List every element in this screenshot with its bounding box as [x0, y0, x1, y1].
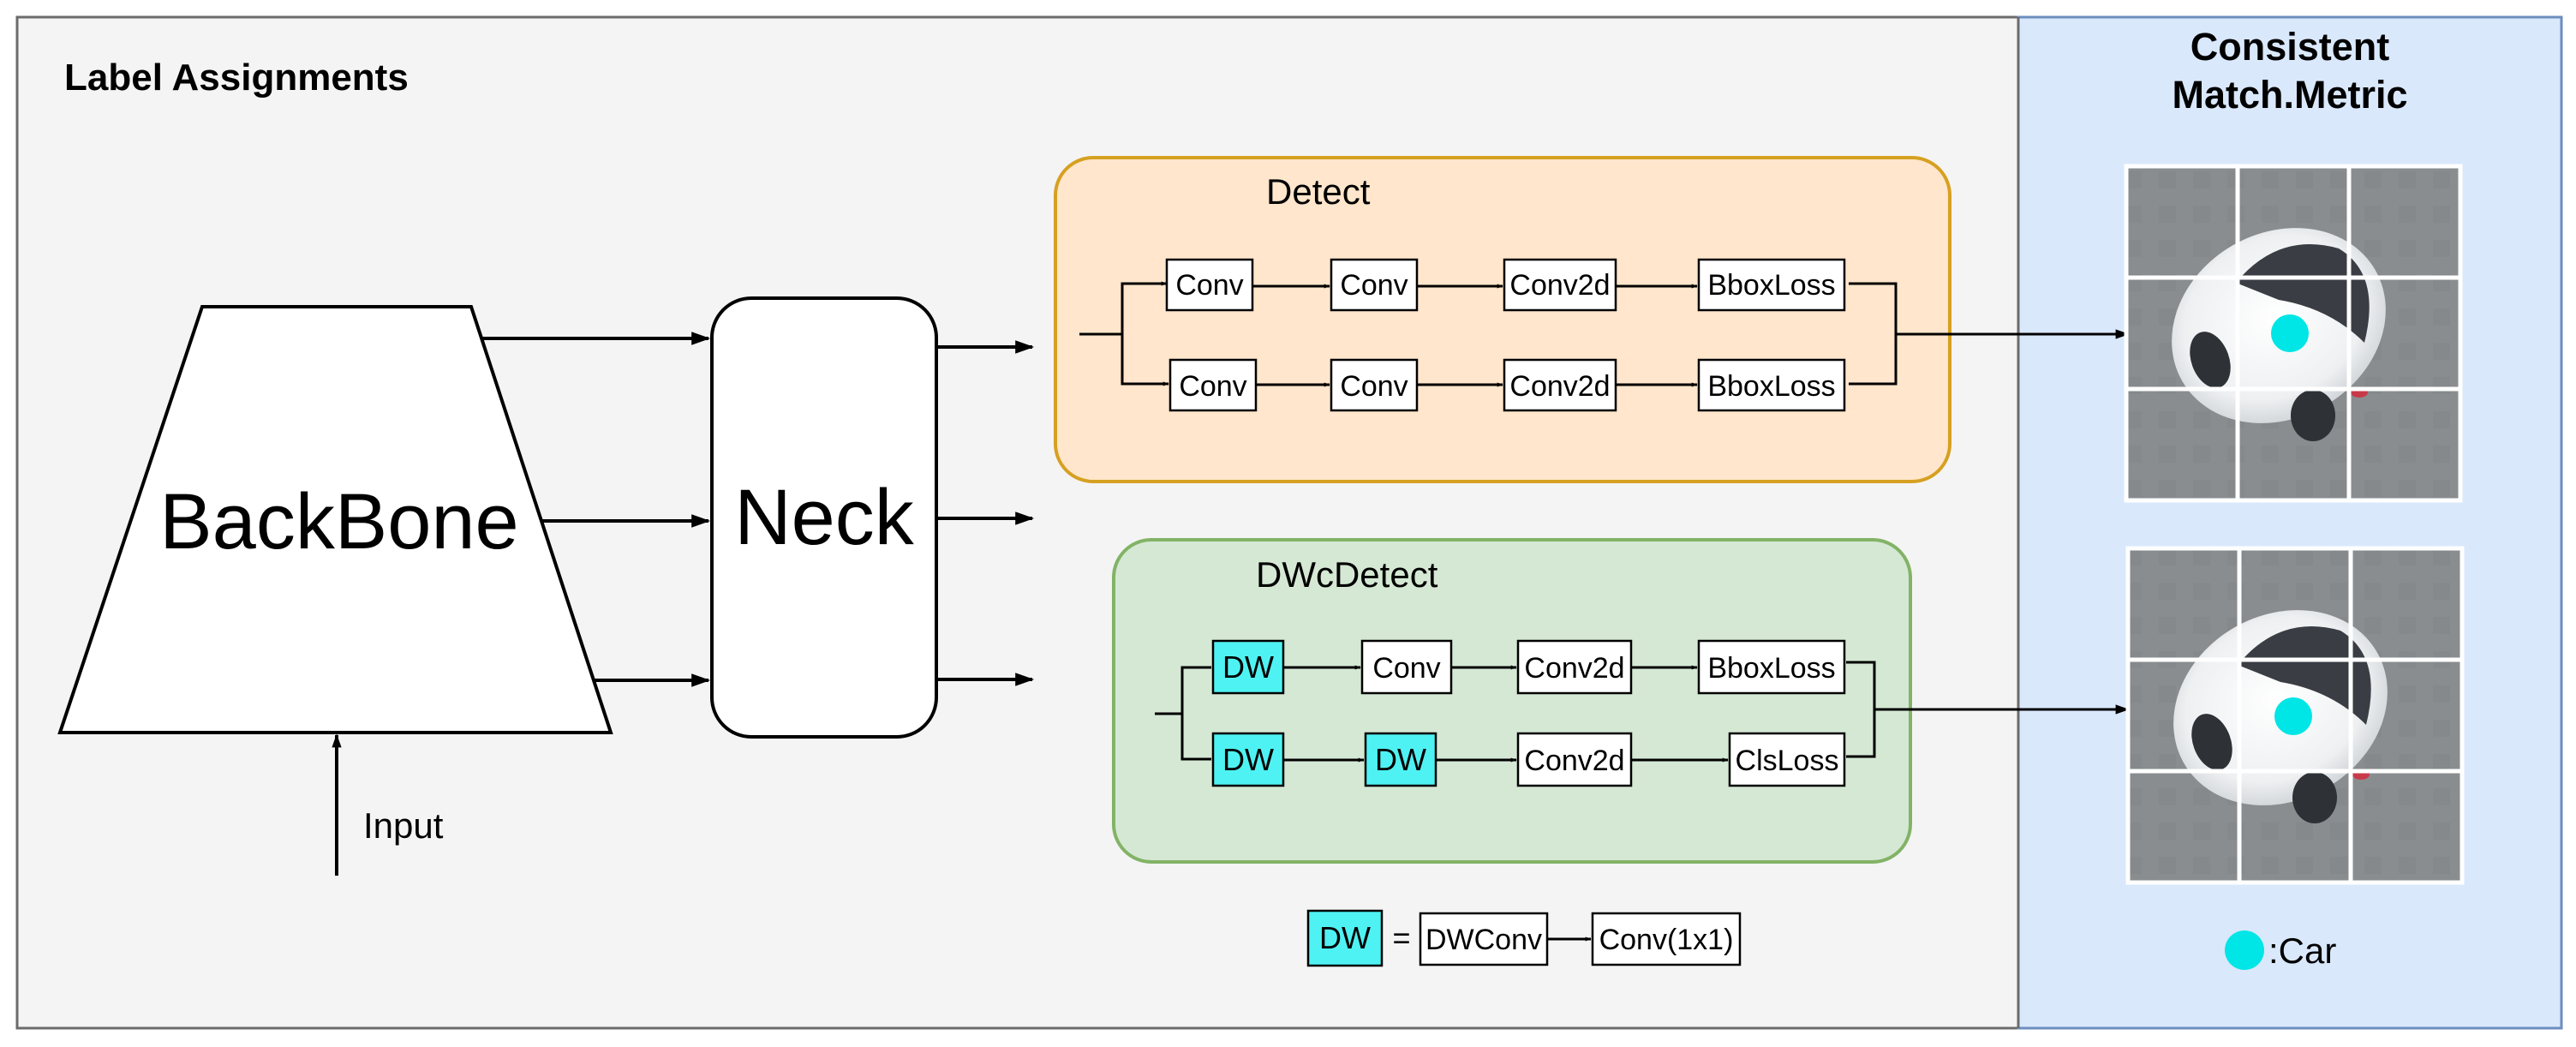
dwcdetect-conv2d-1: [1516, 639, 1633, 695]
backbone-block: [57, 305, 613, 734]
detect-row-1: Conv Conv Conv2d BboxLoss: [1165, 258, 1846, 312]
left-panel-title: Label Assignments: [64, 57, 409, 99]
dw-legend-box: [1306, 909, 1384, 967]
conv1x1-legend-label: Conv(1x1): [1599, 924, 1734, 956]
dwcdetect-dw-1-label: DW: [1222, 649, 1274, 685]
right-panel-title-line2: Match.Metric: [2172, 73, 2407, 117]
detect-conv-1a: [1165, 258, 1254, 312]
detect-conv-2b-label: Conv: [1340, 370, 1408, 403]
dw-legend-equals: =: [1392, 920, 1410, 955]
car-center-marker-bottom: [2274, 697, 2312, 735]
dwcdetect-title: DWcDetect: [1256, 554, 1438, 595]
car-center-marker-top: [2271, 314, 2309, 352]
detect-bboxloss-1-label: BboxLoss: [1707, 269, 1835, 302]
input-label: Input: [363, 805, 444, 846]
detect-conv-2b: [1330, 358, 1419, 412]
dwcdetect-clsloss-2-label: ClsLoss: [1736, 745, 1839, 777]
car-legend-dot: [2225, 930, 2264, 970]
detect-conv-2a: [1168, 358, 1258, 412]
neck-label: Neck: [734, 474, 915, 561]
dw-legend: DW = DWConv Conv(1x1): [1306, 909, 1742, 967]
car-legend-label: :Car: [2268, 930, 2336, 971]
match-grid-top: [2124, 164, 2463, 503]
backbone-label: BackBone: [159, 478, 518, 565]
dwcdetect-dw-2a-label: DW: [1222, 742, 1274, 777]
detect-conv2d-1-label: Conv2d: [1509, 269, 1610, 302]
dwconv-legend-box: [1419, 912, 1549, 966]
dwcdetect-clsloss-2: [1728, 732, 1846, 787]
dwcdetect-bboxloss-1: [1697, 639, 1846, 695]
dwcdetect-conv-1: [1360, 639, 1453, 695]
detect-conv2d-2-label: Conv2d: [1509, 370, 1610, 403]
detect-bboxloss-2: [1697, 358, 1846, 412]
detect-row-2: Conv Conv Conv2d BboxLoss: [1168, 358, 1846, 412]
detect-conv-1a-label: Conv: [1175, 269, 1243, 302]
match-grid-bottom: [2125, 546, 2465, 885]
detect-group: [1054, 156, 1951, 483]
dwcdetect-conv2d-1-label: Conv2d: [1524, 652, 1624, 685]
dwcdetect-group: [1112, 538, 1912, 864]
conv1x1-legend-box: [1591, 912, 1742, 966]
dwcdetect-conv2d-2-label: Conv2d: [1524, 745, 1624, 777]
right-panel-title-line1: Consistent: [2190, 25, 2390, 69]
detect-conv-2a-label: Conv: [1179, 370, 1246, 403]
dwconv-legend-label: DWConv: [1425, 924, 1542, 956]
dw-legend-label: DW: [1319, 920, 1371, 955]
neck-block: [710, 296, 938, 739]
dwcdetect-bboxloss-1-label: BboxLoss: [1707, 652, 1835, 685]
detect-conv-1b-label: Conv: [1340, 269, 1408, 302]
detect-bboxloss-2-label: BboxLoss: [1707, 370, 1835, 403]
detect-conv-1b: [1330, 258, 1419, 312]
detect-title: Detect: [1266, 171, 1371, 212]
dwcdetect-row-2: DW DW Conv2d ClsLoss: [1211, 732, 1846, 787]
detect-bboxloss-1: [1697, 258, 1846, 312]
dwcdetect-conv-1-label: Conv: [1372, 652, 1440, 685]
dwcdetect-row-1: DW Conv Conv2d BboxLoss: [1211, 639, 1846, 695]
detect-conv2d-2: [1503, 358, 1617, 412]
dwcdetect-dw-1: [1211, 639, 1285, 695]
dwcdetect-dw-2b-label: DW: [1375, 742, 1426, 777]
